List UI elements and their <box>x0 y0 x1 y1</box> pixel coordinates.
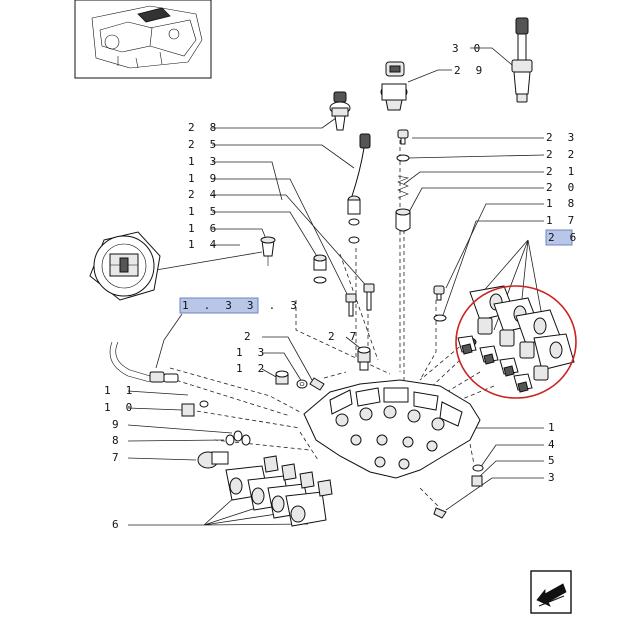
callout-5: 5 <box>548 454 559 467</box>
part-30-sensor[interactable] <box>511 17 533 103</box>
part-21-spring[interactable] <box>397 175 410 199</box>
part-12-plug[interactable] <box>275 370 289 385</box>
part-10-plug[interactable] <box>181 400 209 417</box>
callout-2: 2 <box>244 330 255 343</box>
callout-17: 1 7 <box>546 214 578 227</box>
callout-4: 4 <box>548 438 559 451</box>
callout-16: 1 6 <box>188 222 220 235</box>
callout-26-highlight <box>545 229 573 246</box>
callout-29: 2 9 <box>454 64 486 77</box>
part-2-pin[interactable] <box>309 377 325 391</box>
callout-6: 6 <box>112 518 123 531</box>
part-25-sensor[interactable] <box>347 133 371 244</box>
callout-23: 2 3 <box>546 131 578 144</box>
callout-26: 2 6 <box>548 231 580 244</box>
part-14-detail-hexagon[interactable] <box>89 231 161 301</box>
callout-8: 8 <box>112 434 123 447</box>
part-26-solenoid-valves[interactable] <box>457 285 575 393</box>
ref-highlight <box>179 297 259 314</box>
part-5-plug[interactable] <box>471 475 483 487</box>
part-20-plunger[interactable] <box>395 208 411 232</box>
part-28-switch[interactable] <box>329 91 351 131</box>
callout-13-upper: 1 3 <box>188 155 220 168</box>
callout-20: 2 0 <box>546 181 578 194</box>
callout-12: 1 2 <box>236 362 268 375</box>
callout-1: 1 <box>548 421 559 434</box>
ref-1-33-3[interactable]: 1 . 3 3 . 3 <box>182 299 301 312</box>
ref-hose[interactable] <box>109 341 179 383</box>
part-1-valve-body[interactable] <box>303 379 481 479</box>
part-7-plunger[interactable] <box>197 451 229 469</box>
callout-28: 2 8 <box>188 121 220 134</box>
part-3-pin[interactable] <box>433 507 447 519</box>
callout-24: 2 4 <box>188 188 220 201</box>
callout-30: 3 0 <box>452 42 484 55</box>
part-19-bolt[interactable] <box>345 293 357 317</box>
callout-25: 2 5 <box>188 138 220 151</box>
part-15-cap[interactable] <box>313 254 327 284</box>
callout-13-lower: 1 3 <box>236 346 268 359</box>
callout-14: 1 4 <box>188 238 220 251</box>
part-18-screw[interactable] <box>433 285 445 301</box>
part-13-washer[interactable] <box>296 379 308 389</box>
callout-27: 2 7 <box>328 330 360 343</box>
part-4-washer[interactable] <box>472 464 484 472</box>
callout-11: 1 1 <box>104 384 136 397</box>
part-17-washer[interactable] <box>433 314 447 322</box>
callout-19: 1 9 <box>188 172 220 185</box>
callout-21: 2 1 <box>546 165 578 178</box>
part-6-solenoids[interactable] <box>225 455 333 527</box>
thumbnail-frame[interactable] <box>74 0 212 79</box>
callout-22: 2 2 <box>546 148 578 161</box>
callout-labels: 3 0 2 9 2 8 2 5 1 3 1 9 2 4 1 5 1 6 1 4 … <box>104 42 580 531</box>
callout-7: 7 <box>112 451 123 464</box>
part-22-washer[interactable] <box>396 154 410 162</box>
part-16-plug[interactable] <box>260 236 276 266</box>
callout-18: 1 8 <box>546 197 578 210</box>
part-9-ring[interactable] <box>233 430 243 442</box>
callout-9: 9 <box>112 418 123 431</box>
highlight-circle <box>455 285 577 399</box>
callout-3: 3 <box>548 471 559 484</box>
next-page-arrow-icon[interactable] <box>530 570 572 614</box>
part-23-screw[interactable] <box>397 129 409 145</box>
part-27-fitting[interactable] <box>357 346 371 371</box>
leader-lines <box>127 47 547 526</box>
callout-15: 1 5 <box>188 205 220 218</box>
part-24-bolt[interactable] <box>363 283 375 311</box>
part-29-pressure-switch[interactable] <box>380 61 408 111</box>
part-8-ring[interactable] <box>225 434 251 446</box>
callout-10: 1 0 <box>104 401 136 414</box>
